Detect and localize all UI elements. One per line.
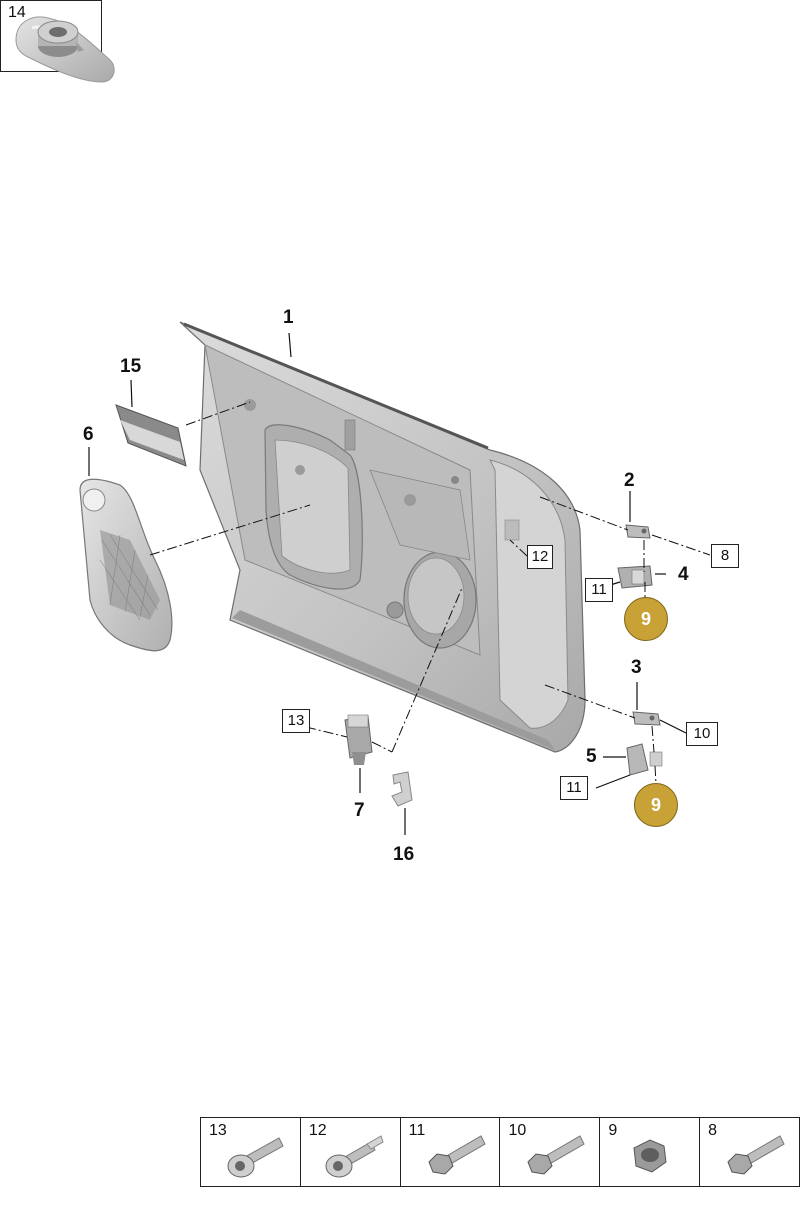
grommet-icon [37,20,84,57]
hex-bolt-icon [527,1135,586,1175]
part-3-label: 3 [631,657,642,678]
part-8-box[interactable]: 8 [711,544,739,568]
part-12-box[interactable]: 12 [527,545,553,569]
hardware-cell-9[interactable]: 9 [600,1118,701,1186]
hardware-number: 11 [408,1122,426,1139]
part-2-label: 2 [624,470,635,491]
hex-bolt-icon [428,1135,486,1175]
part-15-plate [115,404,187,467]
part-14-number: 14 [8,4,26,21]
part-15-label: 15 [120,356,142,377]
part-7-label: 7 [354,800,365,821]
part-2-hinge [625,524,651,539]
torx-bolt-icon [227,1137,284,1178]
part-4-label: 4 [678,564,689,585]
hardware-number: 10 [508,1122,527,1139]
part-14-box[interactable]: 14 [0,0,102,72]
hardware-cell-10[interactable]: 10 [500,1118,601,1186]
hardware-cell-11[interactable]: 11 [401,1118,501,1186]
part-10-box[interactable]: 10 [686,722,718,746]
part-16-clip [391,771,413,807]
part-1-label: 1 [283,307,294,328]
hardware-table: 13 12 11 10 9 [200,1117,800,1187]
hardware-number: 8 [708,1122,718,1139]
part-11-box-upper[interactable]: 11 [585,578,613,602]
part-13-box[interactable]: 13 [282,709,310,733]
hardware-number: 9 [608,1122,618,1139]
hardware-cell-13[interactable]: 13 [201,1118,301,1186]
part-9-highlight-lower[interactable]: 9 [634,783,678,827]
hardware-cell-12[interactable]: 12 [301,1118,401,1186]
hardware-number: 12 [308,1122,327,1139]
part-6-label: 6 [83,424,94,445]
part-4-hinge [617,565,653,589]
door-assembly-diagram [79,321,711,835]
part-6-panel [79,478,173,652]
door-shell [179,321,586,753]
part-16-label: 16 [393,844,415,865]
hex-nut-icon [633,1139,667,1173]
part-5-label: 5 [586,746,597,767]
part-11-box-lower[interactable]: 11 [560,776,588,800]
part-3-hinge [632,711,661,726]
part-5-hinge [626,743,663,776]
part-7-latch [344,714,373,765]
part-9-highlight-upper[interactable]: 9 [624,597,668,641]
hardware-number: 13 [209,1122,227,1139]
hardware-cell-8[interactable]: 8 [700,1118,799,1186]
flange-bolt-icon [325,1135,384,1178]
hex-bolt-icon [727,1135,785,1175]
